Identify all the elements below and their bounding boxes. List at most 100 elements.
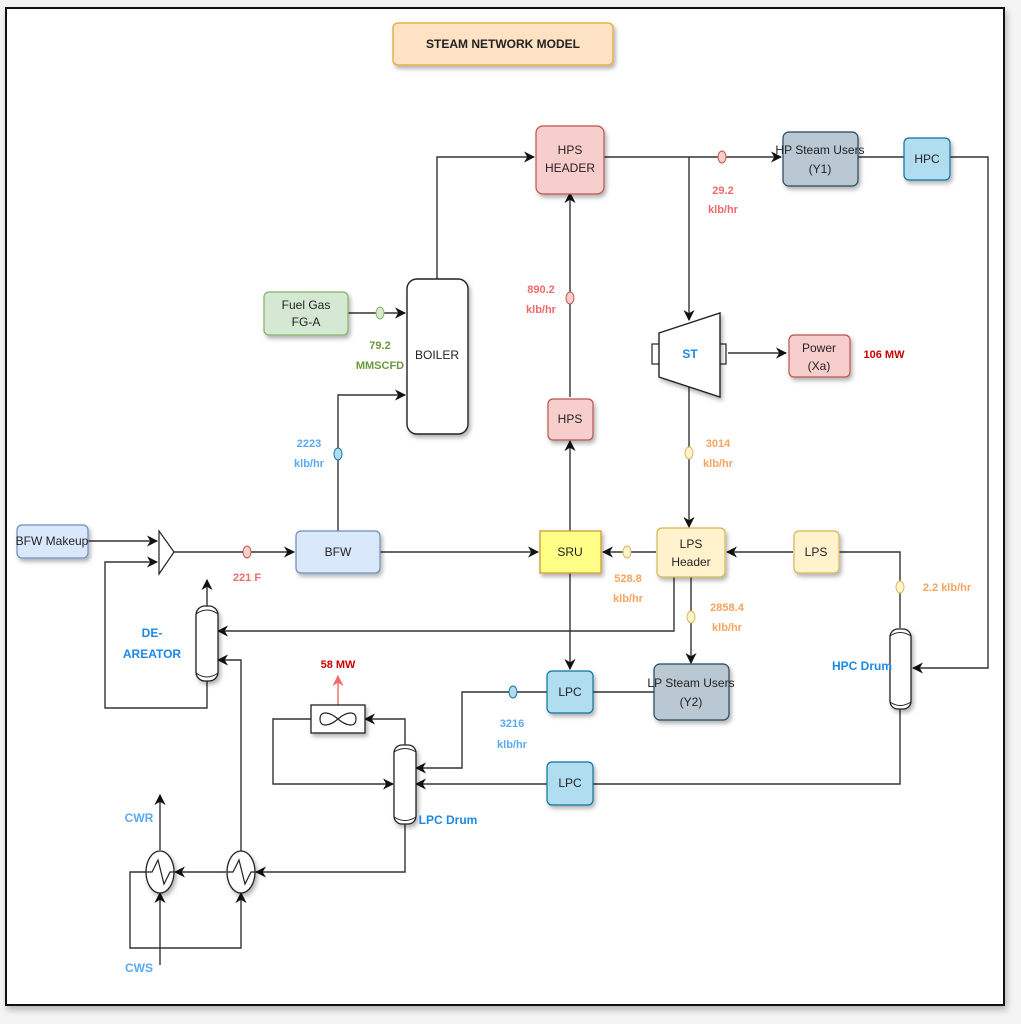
exchanger-coil-icon: [227, 858, 255, 886]
hpc-top-label: HPC: [914, 152, 940, 166]
lpc-drum-to-cooler-line: [363, 713, 406, 745]
sru-box[interactable]: SRU: [539, 530, 602, 574]
bfw-label: BFW: [325, 545, 352, 559]
flow-meter-sru: [622, 545, 632, 559]
fuel-gas-flow-unit: MMSCFD: [356, 360, 404, 372]
lpc-upper-box[interactable]: LPC: [546, 670, 594, 714]
hps-header-label: HPS: [558, 143, 583, 157]
hp-users-flow-unit: klb/hr: [708, 204, 739, 216]
steam-turbine[interactable]: ST: [651, 312, 727, 398]
power-output-value: 106 MW: [864, 349, 906, 361]
exchanger-to-deaerator-line: [216, 654, 242, 852]
hpc-top-box[interactable]: HPC: [903, 137, 951, 181]
heat-exchanger-1[interactable]: [145, 850, 175, 894]
st-exhaust-flow-unit: klb/hr: [703, 458, 734, 470]
fan-icon: [319, 712, 357, 726]
hpc-to-hpc-drum-line: [911, 156, 989, 674]
hp-users-flow-value: 29.2: [712, 185, 733, 197]
flow-meter-lpc: [508, 685, 518, 699]
lps-flow-value: 2.2 klb/hr: [923, 582, 972, 594]
lps-box[interactable]: LPS: [793, 530, 840, 574]
lps-header-to-deaerator-line: [216, 577, 675, 637]
fuel-gas-label-2: FG-A: [292, 315, 321, 329]
bfw-box[interactable]: BFW: [295, 530, 381, 574]
hps-header-box[interactable]: HPS HEADER: [535, 125, 605, 195]
lps-header-box[interactable]: LPS Header: [656, 527, 726, 578]
boiler-to-hps-header-line: [436, 151, 536, 280]
sru-lps-flow-value: 528.8: [614, 573, 642, 585]
lpc-to-lpc-drum-line: [414, 691, 547, 774]
bfw-boiler-flow-unit: klb/hr: [294, 458, 325, 470]
lp-steam-users-label: LP Steam Users: [647, 676, 734, 690]
bfw-makeup-box[interactable]: BFW Makeup: [16, 524, 89, 559]
mixer: [158, 529, 175, 576]
boiler-label: BOILER: [415, 348, 459, 362]
st-label: ST: [682, 347, 698, 361]
deaerator-vessel[interactable]: [195, 605, 219, 682]
hp-steam-users-label: HP Steam Users: [775, 143, 864, 157]
hpc-drum-vessel[interactable]: [889, 628, 912, 710]
hps-label: HPS: [558, 412, 583, 426]
air-cooler[interactable]: [310, 704, 366, 734]
power-label: Power: [802, 341, 836, 355]
deaerator-label: DE-: [142, 626, 163, 640]
bfw-boiler-flow-value: 2223: [297, 438, 321, 450]
cooler-to-lpc-drum-line: [272, 718, 395, 790]
power-label-2: (Xa): [808, 359, 831, 373]
flow-meter-hps-header: [565, 291, 575, 305]
lp-steam-users-label-2: (Y2): [680, 695, 703, 709]
lp-users-flow-unit: klb/hr: [712, 622, 743, 634]
lp-users-flow-value: 2858.4: [710, 602, 745, 614]
temp-meter-bfw: [242, 545, 252, 559]
boiler-box[interactable]: BOILER: [406, 278, 469, 435]
hps-header-label-2: HEADER: [545, 161, 595, 175]
heat-exchanger-2[interactable]: [226, 850, 256, 894]
bfw-makeup-label: BFW Makeup: [16, 534, 89, 548]
power-box[interactable]: Power (Xa): [788, 334, 851, 378]
sru-label: SRU: [557, 545, 582, 559]
mixer-icon: [158, 529, 175, 576]
exchanger-coil-icon: [146, 858, 174, 886]
hps-header-flow-value: 890.2: [527, 284, 555, 296]
fuel-gas-label: Fuel Gas: [282, 298, 331, 312]
lps-label: LPS: [805, 545, 828, 559]
hps-header-flow-unit: klb/hr: [526, 304, 557, 316]
deaerator-label-2: AREATOR: [123, 647, 182, 661]
lpc-drum-to-exchanger-line: [254, 822, 406, 878]
bfw-to-boiler-line: [337, 389, 407, 531]
cwr-label: CWR: [125, 811, 154, 825]
fuel-gas-box[interactable]: Fuel Gas FG-A: [263, 291, 349, 336]
flow-meter-hp-users: [717, 150, 727, 164]
hpc-drum-to-lpc-line: [593, 708, 901, 785]
lpc-flow-unit: klb/hr: [497, 739, 528, 751]
fuel-gas-flow-value: 79.2: [369, 340, 390, 352]
flow-meter-lps: [895, 580, 905, 594]
hp-steam-users-box[interactable]: HP Steam Users (Y1): [775, 131, 865, 187]
lpc-upper-label: LPC: [558, 685, 582, 699]
air-cooler-duty-value: 58 MW: [321, 659, 356, 671]
lpc-flow-value: 3216: [500, 718, 524, 730]
hps-box[interactable]: HPS: [547, 398, 594, 441]
hpc-drum-label: HPC Drum: [832, 659, 892, 673]
flow-meter-st-exhaust: [684, 446, 694, 460]
flow-meter-lp-users: [686, 610, 696, 624]
diagram-title: STEAM NETWORK MODEL: [426, 37, 580, 51]
sru-lps-flow-unit: klb/hr: [613, 593, 644, 605]
lps-header-label: LPS: [680, 537, 703, 551]
lps-header-label-2: Header: [671, 555, 710, 569]
lpc-drum-vessel[interactable]: [393, 744, 417, 825]
lp-steam-users-box[interactable]: LP Steam Users (Y2): [647, 663, 735, 721]
flow-meter-fuel-gas: [375, 306, 385, 320]
flow-meter-bfw: [333, 447, 343, 461]
bfw-temp-value: 221 F: [233, 572, 261, 584]
lpc-lower-label: LPC: [558, 776, 582, 790]
hp-steam-users-label-2: (Y1): [809, 162, 832, 176]
title-box: STEAM NETWORK MODEL: [392, 22, 614, 66]
lpc-lower-box[interactable]: LPC: [546, 761, 594, 806]
cooling-water-loop-line: [129, 871, 247, 949]
st-exhaust-flow-value: 3014: [706, 438, 731, 450]
deaerator-to-mixer-line: [104, 556, 208, 709]
lps-to-hpc-drum-line: [838, 551, 901, 628]
lpc-drum-label: LPC Drum: [419, 813, 478, 827]
